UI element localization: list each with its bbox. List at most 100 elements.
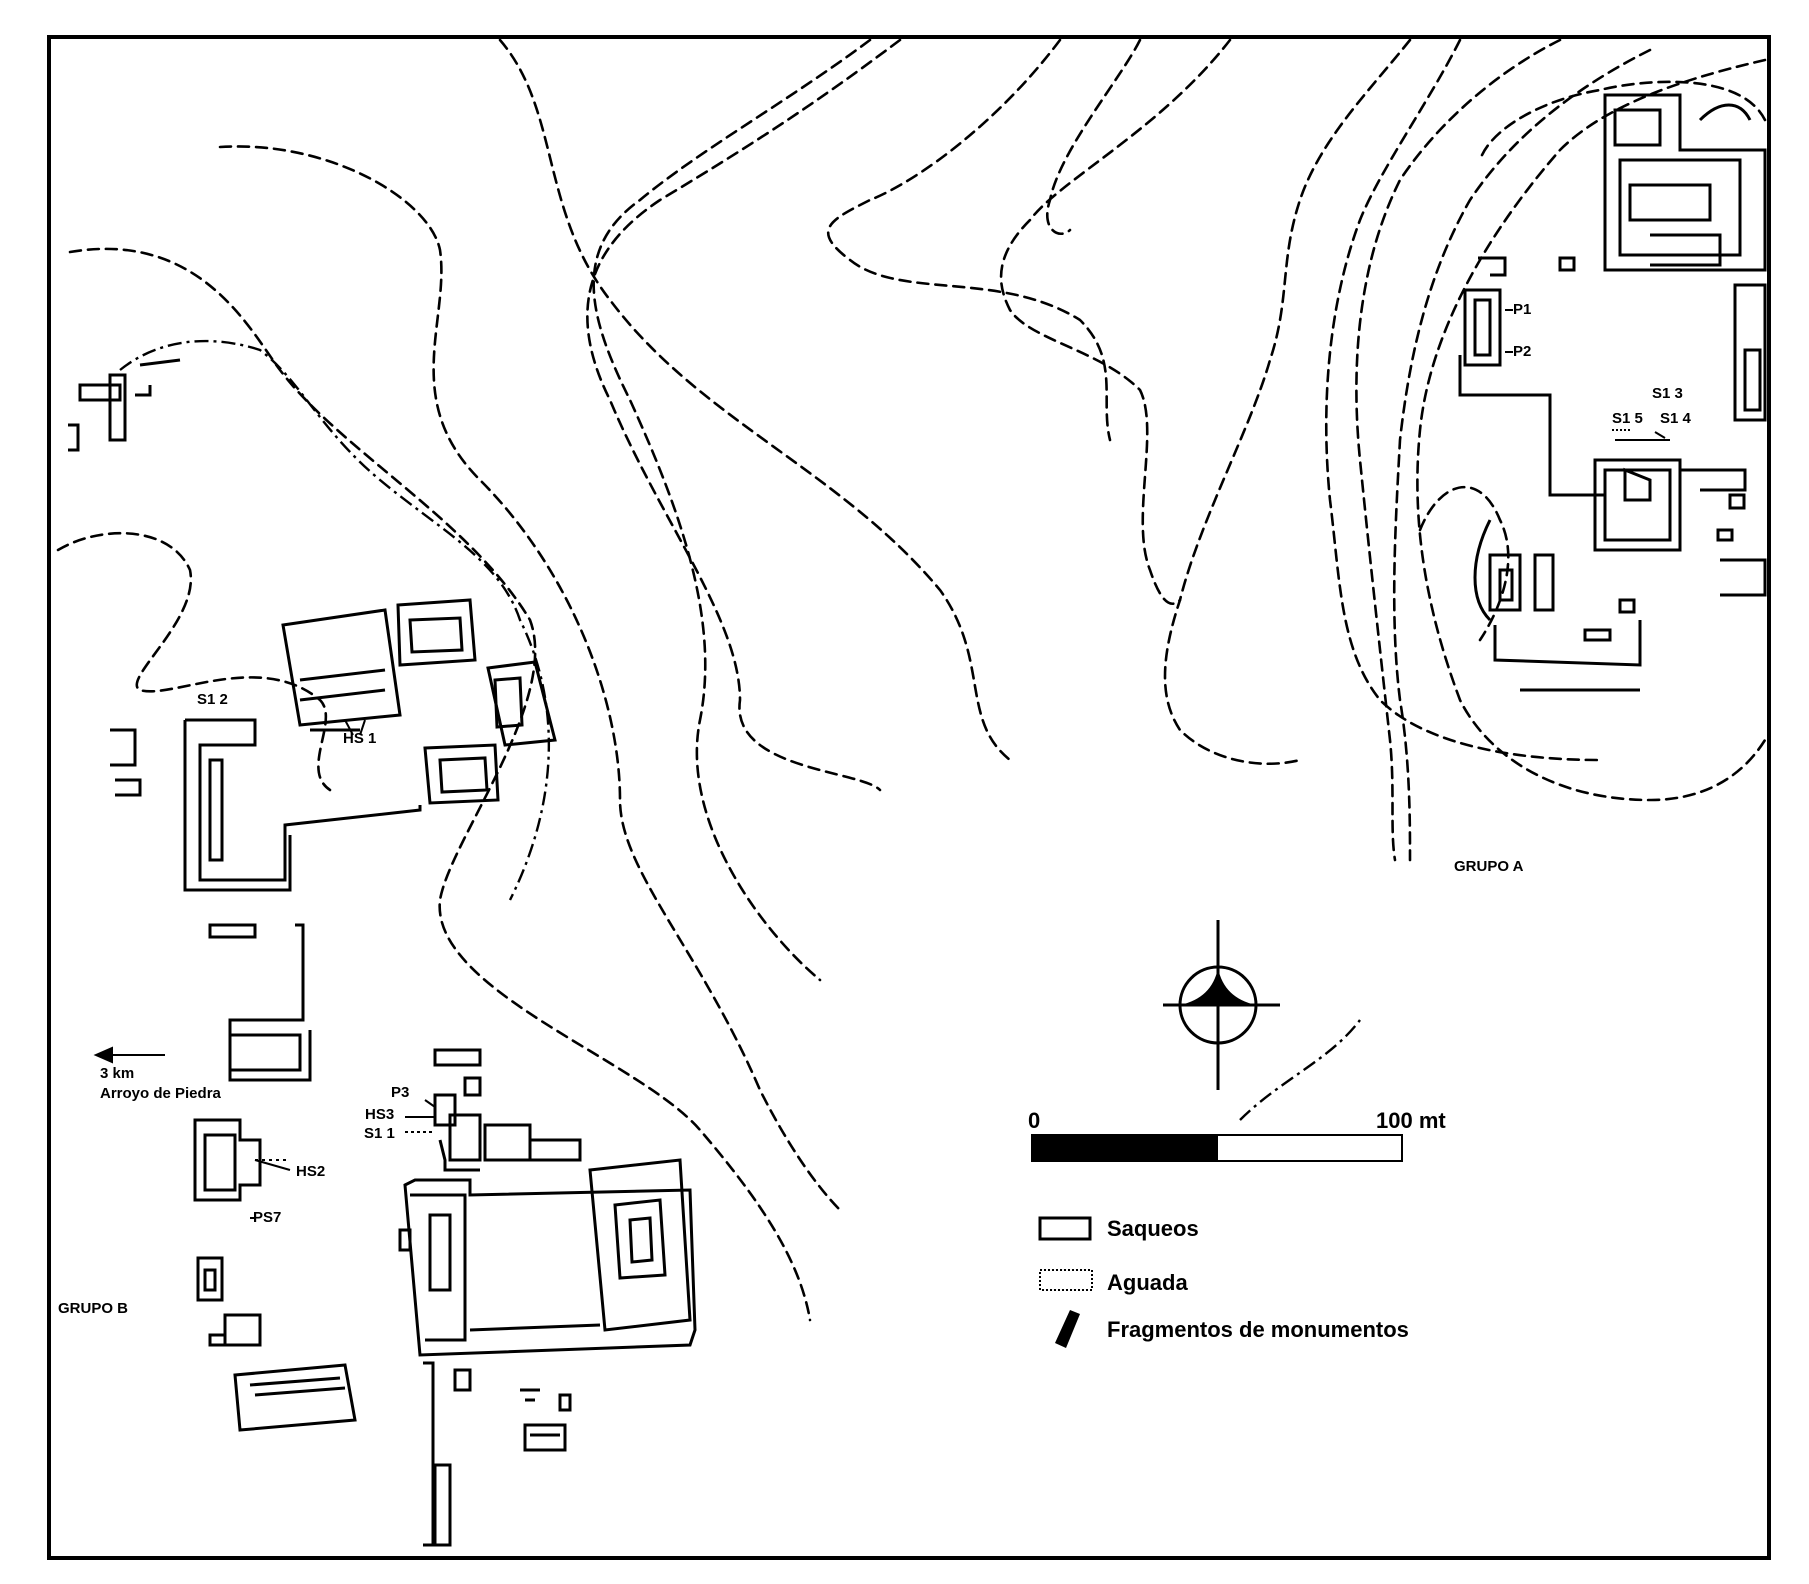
structure <box>193 1118 262 1202</box>
structure <box>463 1076 482 1097</box>
legend-aguada-symbol <box>1039 1269 1093 1291</box>
contour-line <box>1239 1019 1361 1121</box>
structure <box>183 720 292 892</box>
structure <box>1733 283 1767 422</box>
structure <box>1623 467 1652 502</box>
structure <box>1618 598 1636 614</box>
structure <box>433 1093 457 1127</box>
structure <box>1463 288 1502 367</box>
structure <box>249 1376 341 1387</box>
structure <box>208 1333 227 1347</box>
contour-line <box>826 38 1112 442</box>
label-leaders <box>250 309 1670 1219</box>
label-p3: P3 <box>391 1084 410 1101</box>
structure <box>254 1386 346 1397</box>
structure <box>1558 256 1576 272</box>
structure <box>228 923 312 1082</box>
structure <box>486 660 557 747</box>
structure <box>1728 493 1746 510</box>
contour-line <box>592 38 872 982</box>
contour-line <box>1046 38 1142 235</box>
structure <box>396 598 477 667</box>
contour-line <box>586 38 902 792</box>
structure <box>281 608 402 727</box>
structure <box>233 1363 357 1432</box>
structure <box>68 423 80 452</box>
map-frame <box>47 35 1771 1560</box>
label-arrow-distance: 3 km <box>100 1065 135 1082</box>
structure <box>1680 468 1747 492</box>
label-s1-1: S1 1 <box>364 1125 395 1142</box>
structure <box>438 756 489 794</box>
structure <box>203 1133 237 1192</box>
legend-fragmentos-symbol <box>1055 1310 1080 1348</box>
scale-start-label: 0 <box>1028 1108 1041 1133</box>
structure <box>139 358 181 367</box>
structure <box>398 1228 412 1252</box>
label-arrow-destination: Arroyo de Piedra <box>100 1085 221 1102</box>
contour-line <box>1355 38 1562 862</box>
structure <box>1618 158 1742 257</box>
contour-line <box>1418 485 1510 642</box>
structure <box>299 688 386 702</box>
contour-line <box>1392 48 1652 862</box>
label-s1-2: S1 2 <box>197 691 228 708</box>
contour-line <box>218 145 842 1212</box>
label-s1-4: S1 4 <box>1660 410 1691 427</box>
label-grupo-a: GRUPO A <box>1454 858 1524 875</box>
structure <box>196 1256 224 1302</box>
label-hs3: HS3 <box>365 1106 395 1123</box>
contour-dashdot-lines <box>119 339 1361 1121</box>
label-p1: P1 <box>1513 301 1532 318</box>
contour-line <box>56 532 332 792</box>
structure <box>469 1323 601 1332</box>
label-hs2: HS2 <box>296 1163 326 1180</box>
contour-line <box>999 38 1232 606</box>
contour-line <box>498 38 1012 762</box>
label-ps7: PS7 <box>253 1209 282 1226</box>
structure <box>1493 620 1642 667</box>
structure <box>423 743 500 805</box>
structure <box>1603 468 1672 542</box>
structure <box>410 1193 467 1342</box>
structure <box>453 1368 472 1392</box>
legend-fragmentos-label: Fragmentos de monumentos <box>1107 1317 1409 1342</box>
structure <box>408 616 464 654</box>
structure <box>1473 298 1492 357</box>
contour-lines <box>56 38 1767 1322</box>
contour-line <box>119 339 550 901</box>
structure <box>558 1393 572 1412</box>
label-grupo-b: GRUPO B <box>58 1300 129 1317</box>
structure <box>1478 256 1507 277</box>
structure <box>223 1313 262 1347</box>
structure <box>448 1113 482 1162</box>
structure <box>613 1198 667 1280</box>
structure <box>208 758 224 862</box>
structure <box>1603 93 1767 272</box>
structure <box>530 1138 582 1162</box>
label-hs1: HS 1 <box>343 730 377 747</box>
structure <box>1698 103 1752 122</box>
structure <box>483 1123 532 1162</box>
north-arrow-icon <box>1163 920 1280 1090</box>
structure <box>1533 553 1555 612</box>
label-s1-3: S1 3 <box>1652 385 1683 402</box>
legend-aguada-label: Aguada <box>1107 1270 1188 1295</box>
structure <box>520 1388 540 1402</box>
structure <box>438 1139 480 1172</box>
structure <box>433 1463 452 1547</box>
structure <box>1473 519 1492 622</box>
structure <box>1583 628 1612 642</box>
structure <box>1593 458 1682 552</box>
structure <box>1720 558 1767 597</box>
structure <box>423 1361 435 1547</box>
structure <box>108 373 127 442</box>
legend-saqueos-label: Saqueos <box>1107 1216 1199 1241</box>
structure <box>1716 528 1734 542</box>
contour-line <box>1416 58 1767 802</box>
structure <box>1743 348 1762 412</box>
contour-line <box>68 247 812 1322</box>
structure <box>428 1213 452 1292</box>
structure <box>230 1033 302 1072</box>
